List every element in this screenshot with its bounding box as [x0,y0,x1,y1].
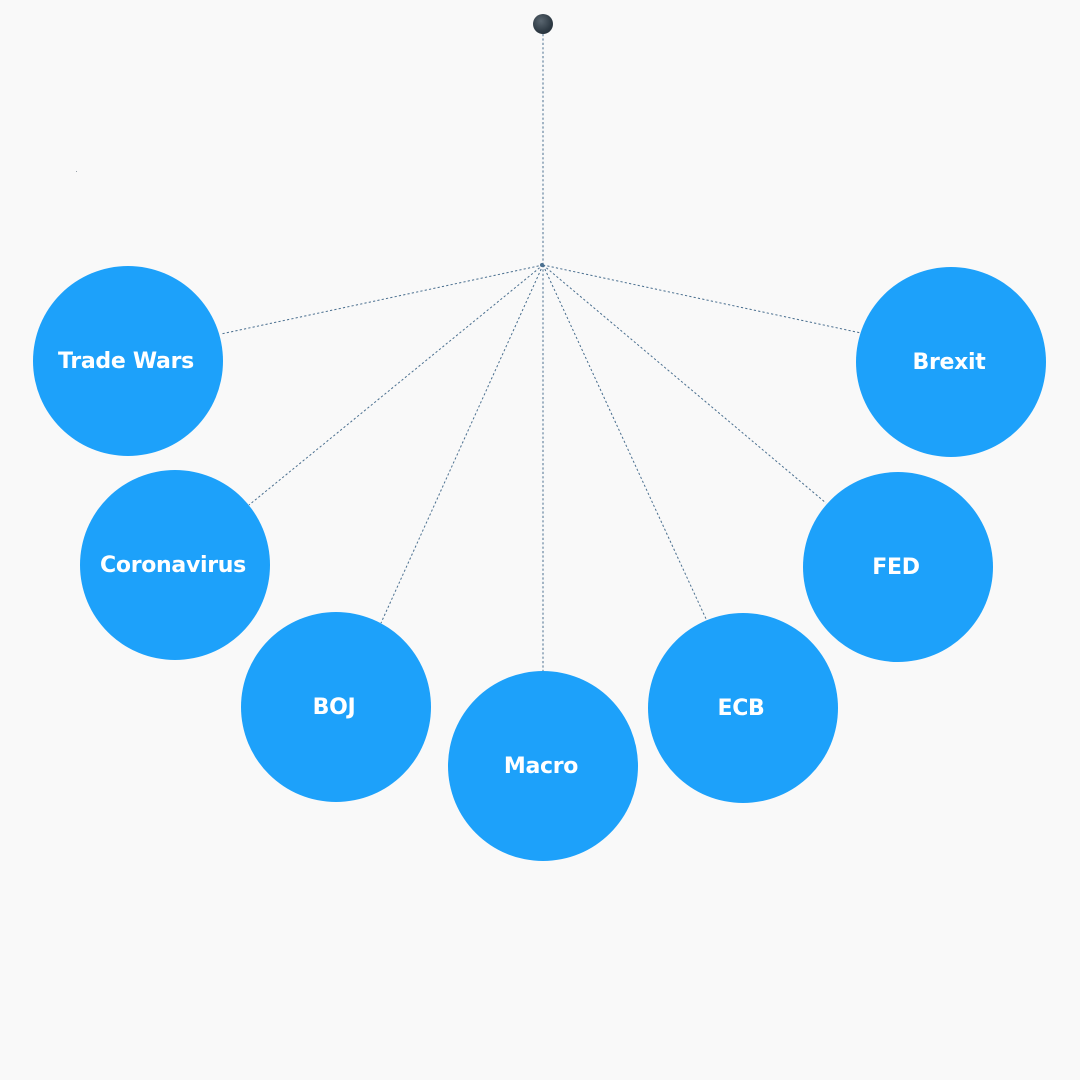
node-brexit[interactable]: Brexit [856,267,1046,457]
anchor-node [533,14,553,34]
link-fed [542,264,827,504]
link-boj [380,264,544,624]
node-label: BOJ [312,694,356,720]
node-trade-wars[interactable]: Trade Wars [33,266,223,456]
hub-point [540,263,544,267]
link-brexit [542,264,862,334]
node-label: Brexit [912,349,986,375]
node-label: ECB [717,695,765,721]
node-fed[interactable]: FED [803,472,993,662]
link-coronavirus [248,264,544,506]
node-label: FED [872,554,920,580]
node-label: Coronavirus [100,552,246,578]
node-coronavirus[interactable]: Coronavirus [80,470,270,660]
node-macro[interactable]: Macro [448,671,638,861]
node-boj[interactable]: BOJ [241,612,431,802]
node-label: Macro [503,753,579,779]
link-trade-wars [220,264,544,335]
stray-dot [76,171,77,172]
link-ecb [542,264,708,622]
node-label: Trade Wars [58,348,194,374]
node-ecb[interactable]: ECB [648,613,838,803]
